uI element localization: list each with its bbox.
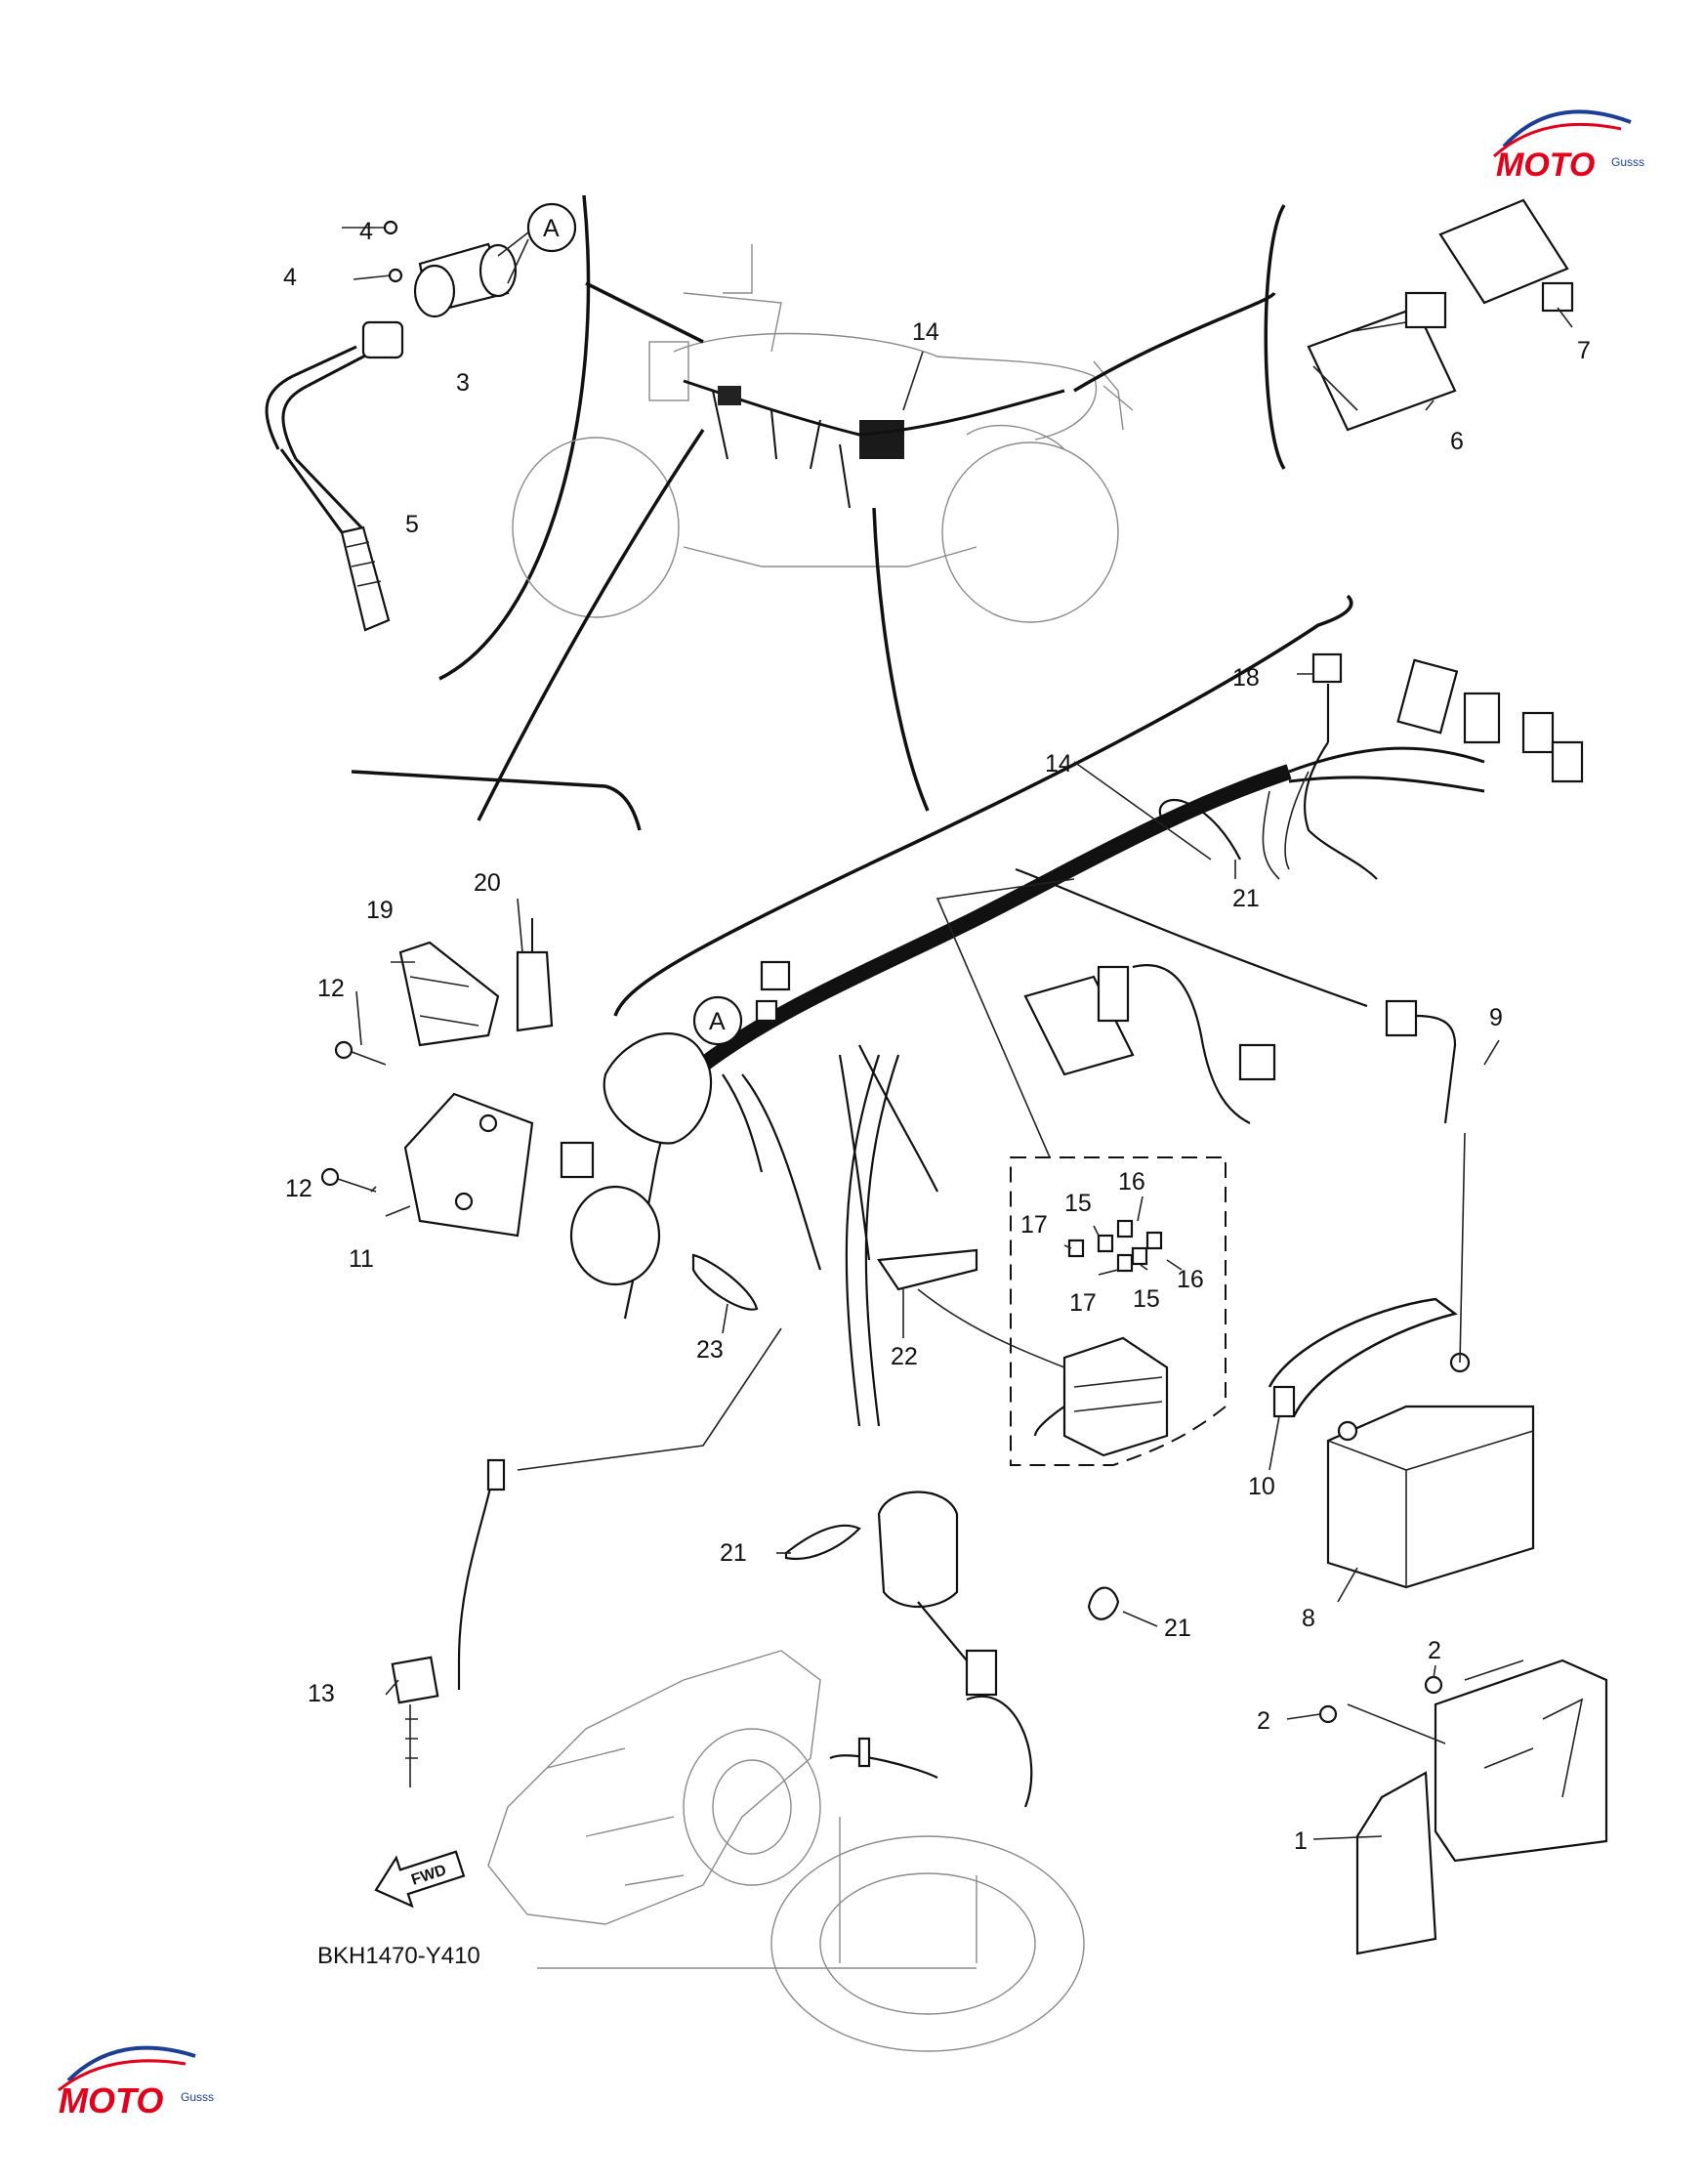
- ref-circle-a-top: [526, 202, 577, 253]
- a-connector: [755, 960, 791, 1023]
- inset-regulator: [320, 918, 595, 1238]
- callout-21-right: 21: [1164, 1615, 1191, 1642]
- fuse-box-inset: [877, 878, 1227, 1466]
- clamp-band-21-left: [784, 1524, 861, 1561]
- callout-6: 6: [1450, 428, 1464, 455]
- inset-main-frame: [613, 594, 1353, 1017]
- regulator: [403, 1092, 595, 1238]
- fuse-clip: [516, 918, 554, 1032]
- callout-12-upper: 12: [317, 975, 345, 1002]
- leader-inset-right: [1073, 291, 1276, 393]
- plug-cap: [265, 374, 391, 632]
- coil-bolts: [342, 220, 403, 283]
- callout-21-top: 21: [1232, 885, 1260, 912]
- callout-15-lower: 15: [1133, 1285, 1160, 1313]
- diagram-code: BKH1470-Y410: [317, 1943, 480, 1969]
- watermark-logo-top: MOTO Gusss: [1492, 109, 1644, 184]
- inset-left-frame: [351, 770, 642, 831]
- callout-4-upper: 4: [359, 218, 373, 245]
- callout-19: 19: [366, 897, 394, 924]
- watermark-logo-bottom: MOTO Gusss: [58, 2045, 214, 2121]
- callout-21-left: 21: [720, 1539, 747, 1567]
- speed-sensor-lead: [877, 1491, 998, 1697]
- callout-14-top: 14: [912, 318, 939, 346]
- engine-outline: [487, 1650, 1085, 2052]
- ground-lead: [1132, 964, 1276, 1124]
- svg-text:A: A: [709, 1008, 726, 1035]
- callout-3: 3: [456, 369, 470, 397]
- svg-text:MOTO: MOTO: [1496, 147, 1595, 184]
- leader-inset-bottom-left: [477, 429, 705, 821]
- callout-leaders: [355, 307, 1573, 1840]
- callout-15-upper: 15: [1064, 1190, 1092, 1217]
- svg-text:MOTO: MOTO: [59, 2080, 163, 2121]
- leader-inset-left: [585, 281, 704, 344]
- callout-4-lower: 4: [283, 264, 297, 291]
- callout-14-main: 14: [1045, 750, 1072, 777]
- svg-text:A: A: [543, 215, 560, 242]
- neutral-switch: [391, 1327, 782, 1787]
- front-connector-block: [1396, 658, 1584, 783]
- starter-relay-unit: [1023, 965, 1135, 1076]
- callout-5: 5: [405, 511, 419, 538]
- ignition-coil: [292, 242, 518, 388]
- horn: [603, 1032, 713, 1145]
- regulator-bolts: [320, 1040, 387, 1193]
- leader-inset-bottom: [872, 507, 930, 812]
- callout-1: 1: [1294, 1827, 1308, 1855]
- fuse-box-bracket: [877, 1248, 1065, 1368]
- callout-12-lower: 12: [285, 1175, 312, 1202]
- inset-cdi-unit: [1264, 198, 1574, 470]
- motorcycle-silhouette: [512, 244, 1134, 623]
- callout-18: 18: [1232, 664, 1260, 692]
- relay-18: [1311, 652, 1343, 684]
- cdi-unit: [1307, 291, 1457, 432]
- callout-16-lower: 16: [1177, 1266, 1204, 1293]
- handlebar-switch: [569, 1185, 661, 1286]
- battery-connector: [1015, 867, 1457, 1124]
- callout-labels: 4 4 3 5 14 6 7 18 14 21 20 19 12 12 11 9…: [283, 218, 1591, 1855]
- rectifier: [1438, 198, 1574, 313]
- callout-20: 20: [474, 869, 501, 897]
- battery-cover: [1318, 1659, 1608, 1955]
- battery: [1326, 1132, 1535, 1589]
- callout-16-upper: 16: [1118, 1168, 1145, 1196]
- fwd-arrow: FWD: [374, 1850, 466, 1909]
- callout-17-upper: 17: [1020, 1211, 1048, 1239]
- main-wiring-harness: A: [569, 652, 1584, 1427]
- svg-text:Gusss: Gusss: [1611, 155, 1644, 169]
- fuse-box: [1062, 1336, 1169, 1457]
- callout-23: 23: [696, 1336, 724, 1364]
- callout-2-upper: 2: [1428, 1637, 1441, 1664]
- regulator-bracket: [398, 941, 500, 1047]
- callout-22: 22: [891, 1343, 918, 1370]
- callout-17-lower: 17: [1069, 1289, 1097, 1317]
- callout-8: 8: [1302, 1605, 1315, 1632]
- callout-11: 11: [349, 1245, 374, 1273]
- callout-9: 9: [1489, 1004, 1503, 1031]
- callout-2-lower: 2: [1257, 1707, 1270, 1735]
- clamp-band-21-top: [1158, 798, 1241, 861]
- inset-ignition-coil: A: [265, 194, 591, 681]
- fuses: [1067, 1219, 1163, 1273]
- ref-circle-a-main: [692, 995, 743, 1046]
- svg-text:Gusss: Gusss: [181, 2090, 214, 2104]
- clamp-band-23: [691, 1253, 759, 1311]
- clamp-band-21-right: [1087, 1586, 1120, 1620]
- callout-13: 13: [308, 1680, 335, 1707]
- battery-band: [1268, 1297, 1458, 1418]
- callout-7: 7: [1577, 337, 1591, 364]
- callout-10: 10: [1248, 1473, 1275, 1500]
